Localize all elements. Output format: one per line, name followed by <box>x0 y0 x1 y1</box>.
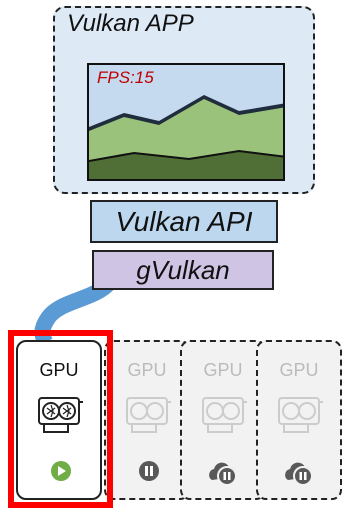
gpu-card-3: GPU <box>180 340 266 500</box>
gpu-card-2: GPU <box>104 340 190 500</box>
graphics-card-icon <box>278 397 323 433</box>
gpu-label: GPU <box>127 360 167 380</box>
landscape-image <box>89 65 283 179</box>
active-gpu-highlight <box>8 330 113 508</box>
pause-icon <box>139 461 159 481</box>
gpu-card-1: GPU <box>16 340 102 500</box>
gpu-label: GPU <box>279 360 319 380</box>
graphics-card-icon <box>126 397 171 433</box>
cloud-pause-icon <box>209 462 237 486</box>
cloud-pause-icon <box>285 462 313 486</box>
play-icon <box>51 461 71 481</box>
vulkan-api-layer: Vulkan API <box>90 200 278 243</box>
gpu-label: GPU <box>203 360 243 380</box>
app-title: Vulkan APP <box>67 10 194 37</box>
graphics-card-icon <box>202 397 247 433</box>
gvulkan-layer: gVulkan <box>92 250 274 290</box>
gpu-label: GPU <box>39 360 79 380</box>
gpu-card-4: GPU <box>256 340 342 500</box>
vulkan-app-box: Vulkan APP FPS:15 <box>53 6 315 194</box>
graphics-card-icon <box>38 397 83 433</box>
app-screen: FPS:15 <box>87 63 285 181</box>
fps-counter: FPS:15 <box>97 68 154 87</box>
